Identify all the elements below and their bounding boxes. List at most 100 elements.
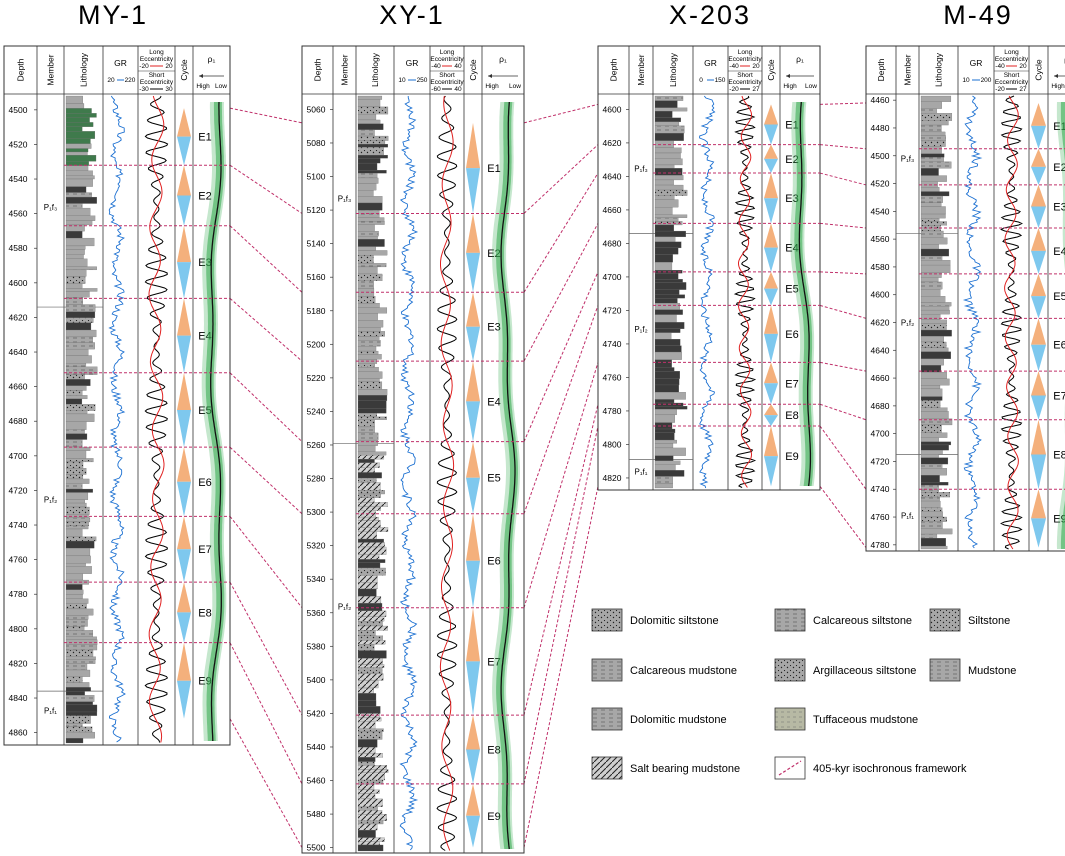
lithology-bed [357,173,378,179]
long-range-max: 20 [1019,63,1027,70]
lithology-bed [920,444,949,451]
lithology-bed [357,331,385,337]
isochronous-framework-lines [229,102,867,848]
depth-tick-label: 4540 [9,174,28,184]
cycle-label: E8 [487,744,500,756]
cycle-triangle-lower [764,247,778,272]
short-range-min: -20 [729,86,739,93]
lithology-bed [357,236,378,240]
lithology-bed [65,317,94,323]
cycle-triangle-upper [1031,148,1046,167]
legend-swatch [774,756,806,780]
lithology-bed [65,598,89,604]
depth-tick-label: 4740 [9,520,28,530]
long-range-max: 20 [752,63,760,70]
lithology-bed [65,151,88,156]
cycle-triangle-lower [177,612,191,643]
cycle-triangle-lower [1031,166,1046,185]
lithology-bed [357,350,379,355]
lithology-bed [654,107,688,112]
lithology-bed [654,207,673,215]
cycle-label: E5 [487,473,500,485]
lithology-bed [654,189,688,196]
depth-tick-label: 4620 [871,318,890,328]
lithology-bed [65,410,88,415]
lithology-bed [65,603,87,610]
gr-range-max: 220 [125,77,136,84]
depth-tick-label: 4700 [9,451,28,461]
lithology-bed [654,289,680,295]
depth-tick-label: 5380 [307,641,326,651]
lithology-bed [357,687,374,694]
lithology-bed [65,659,96,664]
lithology-bed [65,517,91,523]
long-eccentricity-curve [439,95,455,851]
depth-header: Depth [876,58,886,81]
cycle-label: E3 [487,322,500,334]
rho-low-label: Low [215,83,227,90]
lithology-bed [920,457,949,465]
legend-item-calcareous-siltstone: Calcareous siltstone [774,608,912,632]
cycle-triangle-lower [1031,296,1046,319]
lithology-bed [357,728,384,732]
long-range-max: 20 [165,63,173,70]
lithology-bed [357,313,378,321]
cycle-triangle-lower [466,815,480,848]
cycle-triangle-upper [764,104,778,125]
depth-tick-label: 4640 [603,171,622,181]
lithology-bed [357,231,379,237]
lithology-bed [357,363,375,368]
lithology-bed [65,237,95,247]
lithology-bed [65,439,83,448]
rho-envelope-inner [794,102,814,486]
lithology-bed [654,464,676,471]
lithology-bed [357,793,376,800]
lithology-bed [920,289,941,297]
lithology-bed [920,213,946,219]
lithology-bed [654,460,681,465]
lithology-bed [65,366,98,375]
cycle-label: E8 [1053,450,1065,462]
lithology-bed [65,644,98,651]
lithology-bed [920,195,943,203]
cycle-triangle-upper [764,144,778,159]
well-title: X-203 [669,0,751,30]
lithology-bed [654,121,680,126]
cycle-triangle-lower [466,749,480,784]
short-eccentricity-curve [733,95,757,488]
lithology-bed [920,545,948,550]
lithology-bed [654,371,680,379]
lithology-bed [65,594,83,599]
depth-tick-label: 5060 [307,104,326,114]
lithology-bed [920,108,937,114]
rho-arrow-head [199,74,203,78]
lithology-bed [357,307,388,314]
lithology-bed [65,450,87,459]
lithology-bed [654,351,682,360]
lithology-bed [65,108,92,114]
lithology-bed [65,704,98,713]
cycle-triangle-upper [1031,273,1046,297]
cycle-triangle-upper [466,361,480,402]
cycle-label: E7 [487,656,500,668]
depth-tick-label: 5460 [307,776,326,786]
lithology-bed [357,439,378,446]
lithology-bed [357,717,382,722]
rho-low-label: Low [805,83,817,90]
lithology-bed [65,566,92,574]
lithology-bed [920,255,943,261]
lithology-bed [357,327,381,332]
depth-tick-label: 5220 [307,373,326,383]
lithology-bed [65,492,89,500]
lithology-bed [65,649,94,657]
lithology-bed [920,314,941,320]
lithology-bed [654,332,672,340]
long-range-min: -40 [431,63,441,70]
rho-curve [500,101,516,850]
cycle-triangle-upper [764,362,778,384]
legend-label: Calcareous mudstone [630,665,737,677]
member-label: P₁f₃ [901,154,915,163]
lithology-bed [920,528,953,535]
